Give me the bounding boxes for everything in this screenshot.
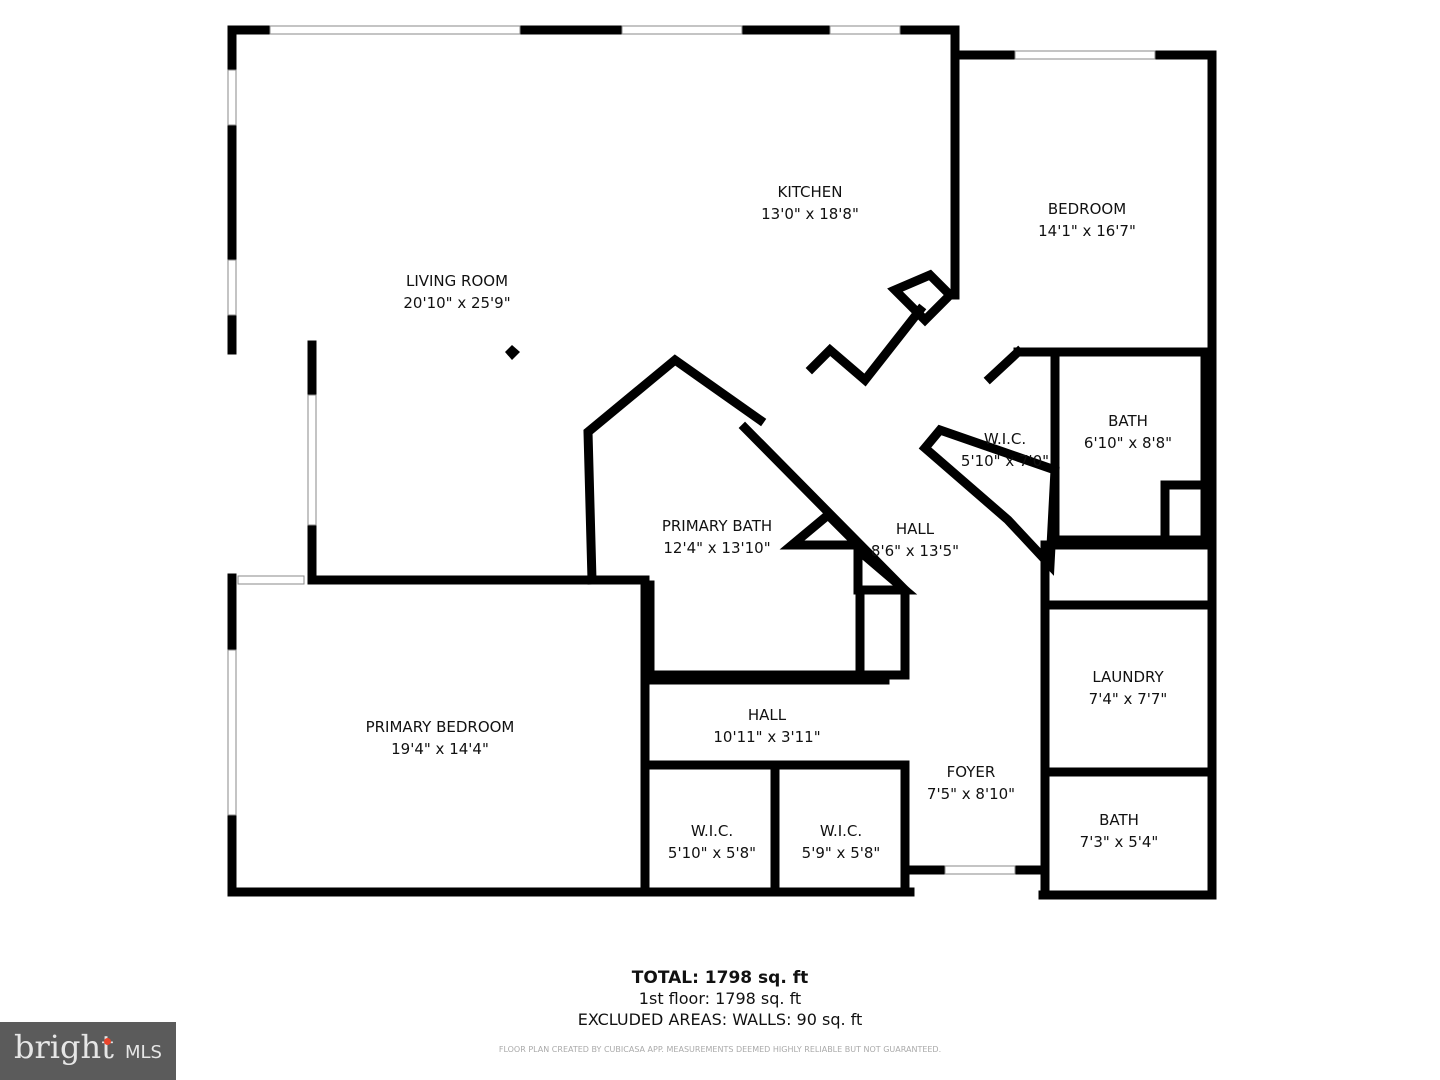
excluded-area: EXCLUDED AREAS: WALLS: 90 sq. ft [577,1010,863,1029]
room-size: 14'1" x 16'7" [1038,222,1136,240]
room-size: 7'4" x 7'7" [1089,690,1168,708]
room-name: W.I.C. [984,430,1026,448]
logo-accent-dot [104,1038,111,1045]
room-size: 19'4" x 14'4" [391,740,489,758]
room-name: FOYER [947,763,996,781]
room-name: W.I.C. [820,822,862,840]
room-labels: LIVING ROOM 20'10" x 25'9" KITCHEN 13'0"… [366,183,1172,862]
room-name: PRIMARY BEDROOM [366,718,515,736]
room-size: 5'9" x 5'8" [802,844,881,862]
walls [227,25,1217,900]
room-size: 6'10" x 8'8" [1084,434,1172,452]
floor-area: 1st floor: 1798 sq. ft [638,989,802,1008]
room-name: BATH [1108,412,1148,430]
room-size: 10'11" x 3'11" [713,728,820,746]
room-size: 7'5" x 8'10" [927,785,1015,803]
disclaimer: FLOOR PLAN CREATED BY CUBICASA APP. MEAS… [498,1045,942,1054]
room-size: 8'6" x 13'5" [871,542,959,560]
total-area: TOTAL: 1798 sq. ft [631,968,809,988]
logo-suffix: MLS [125,1042,162,1063]
room-size: 5'10" x 7'0" [961,452,1049,470]
room-name: LAUNDRY [1092,668,1164,686]
room-name: HALL [748,706,787,724]
room-name: PRIMARY BATH [662,517,772,535]
windows [227,25,1156,875]
floor-plan: LIVING ROOM 20'10" x 25'9" KITCHEN 13'0"… [227,25,1217,900]
room-size: 13'0" x 18'8" [761,205,859,223]
room-size: 7'3" x 5'4" [1080,833,1159,851]
room-name: LIVING ROOM [406,272,508,290]
room-size: 20'10" x 25'9" [403,294,510,312]
room-name: BATH [1099,811,1139,829]
room-name: KITCHEN [778,183,843,201]
room-name: HALL [896,520,935,538]
logo-text: bright [14,1028,114,1066]
room-name: W.I.C. [691,822,733,840]
room-name: BEDROOM [1048,200,1126,218]
bright-mls-logo: bright MLS [0,1022,176,1080]
room-size: 12'4" x 13'10" [663,539,770,557]
room-size: 5'10" x 5'8" [668,844,756,862]
